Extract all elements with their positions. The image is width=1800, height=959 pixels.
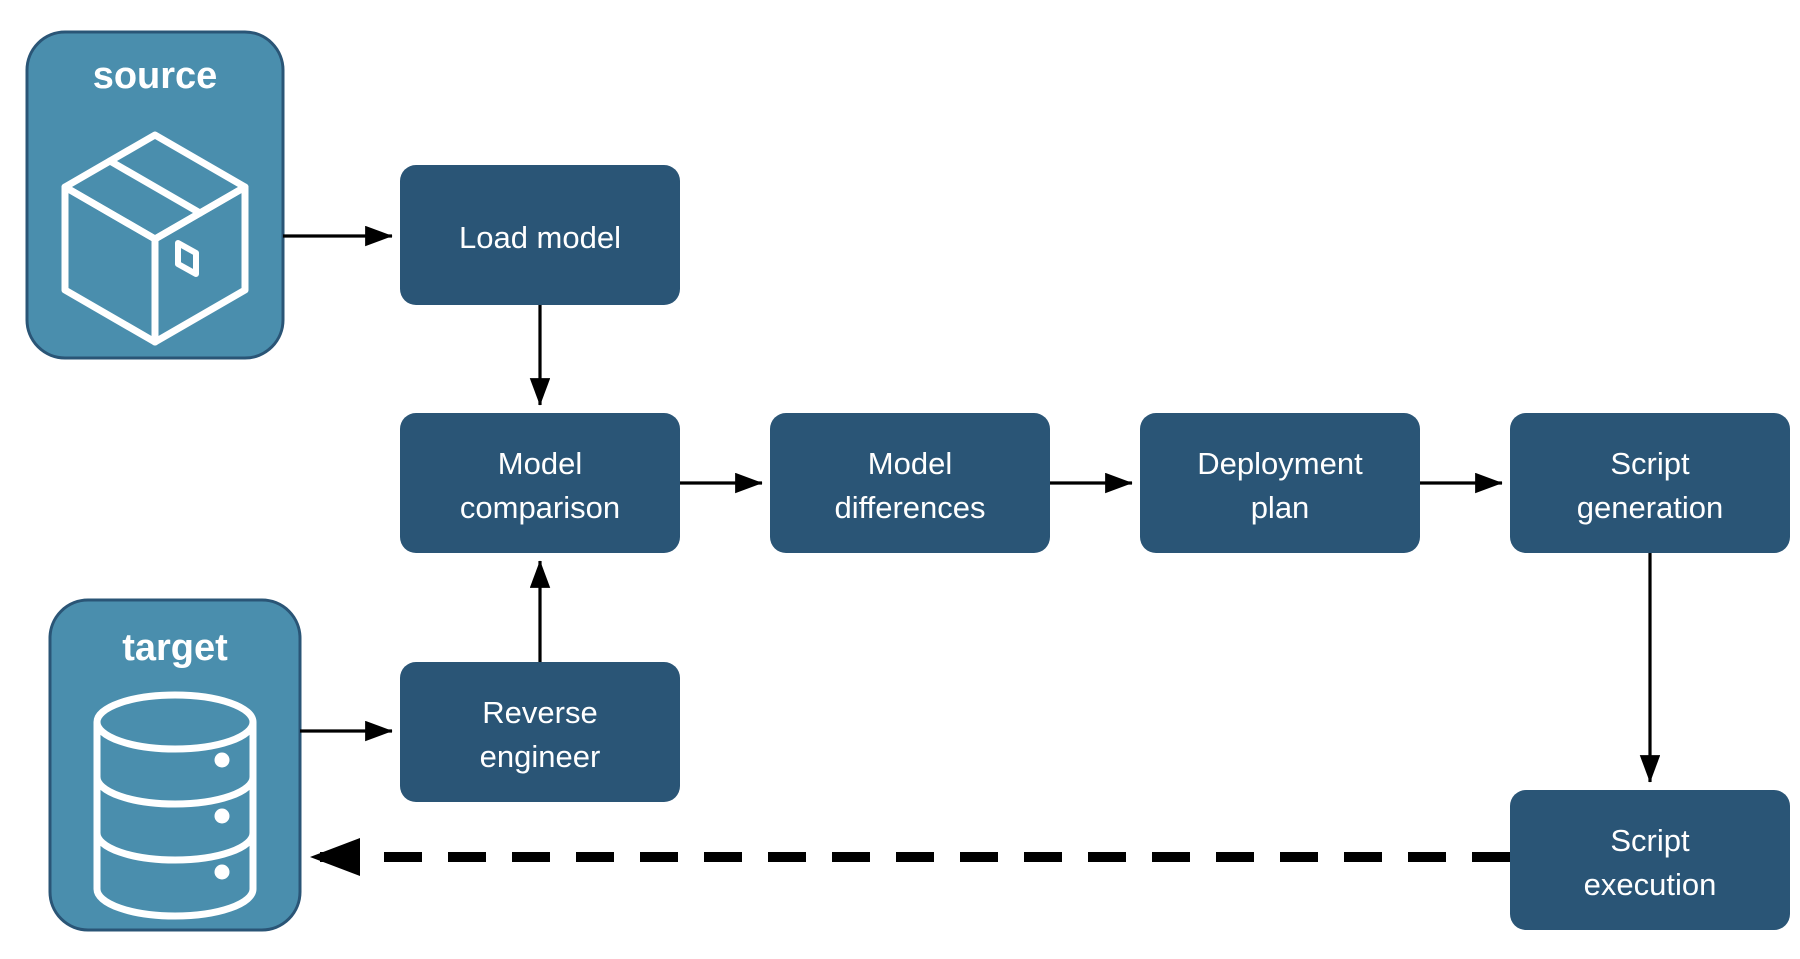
deployment-plan-label-line2: plan xyxy=(1251,490,1310,525)
load-model-box[interactable] xyxy=(400,165,680,305)
database-indicator-dot-1 xyxy=(214,752,230,768)
target-title: target xyxy=(122,627,228,669)
deployment-plan-label-line1: Deployment xyxy=(1197,446,1363,481)
deployment-plan-box[interactable] xyxy=(1140,413,1420,553)
model-comparison-label-line2: comparison xyxy=(460,490,620,525)
process-script-generation[interactable]: Script generation xyxy=(1510,413,1790,553)
source-container[interactable] xyxy=(25,30,285,360)
model-differences-label-line1: Model xyxy=(868,446,952,481)
process-model-differences[interactable]: Model differences xyxy=(770,413,1050,553)
package-box-icon xyxy=(61,131,249,346)
process-script-execution[interactable]: Script execution xyxy=(1510,790,1790,930)
process-model-comparison[interactable]: Model comparison xyxy=(400,413,680,553)
endpoint-target[interactable]: target xyxy=(48,598,302,932)
process-load-model[interactable]: Load model xyxy=(400,165,680,305)
script-execution-label-line1: Script xyxy=(1610,823,1690,858)
model-differences-label-line2: differences xyxy=(834,490,985,525)
script-generation-label-line1: Script xyxy=(1610,446,1690,481)
script-generation-box[interactable] xyxy=(1510,413,1790,553)
database-cylinder-icon xyxy=(93,691,257,920)
endpoint-source[interactable]: source xyxy=(25,30,285,360)
reverse-engineer-label-line2: engineer xyxy=(480,739,601,774)
model-comparison-box[interactable] xyxy=(400,413,680,553)
process-deployment-plan[interactable]: Deployment plan xyxy=(1140,413,1420,553)
database-indicator-dot-2 xyxy=(214,808,230,824)
load-model-label: Load model xyxy=(459,220,621,255)
reverse-engineer-box[interactable] xyxy=(400,662,680,802)
reverse-engineer-label-line1: Reverse xyxy=(482,695,597,730)
script-execution-box[interactable] xyxy=(1510,790,1790,930)
model-differences-box[interactable] xyxy=(770,413,1050,553)
script-execution-label-line2: execution xyxy=(1584,867,1717,902)
database-indicator-dot-3 xyxy=(214,864,230,880)
process-reverse-engineer[interactable]: Reverse engineer xyxy=(400,662,680,802)
script-generation-label-line2: generation xyxy=(1577,490,1724,525)
source-title: source xyxy=(93,55,218,97)
model-comparison-label-line1: Model xyxy=(498,446,582,481)
